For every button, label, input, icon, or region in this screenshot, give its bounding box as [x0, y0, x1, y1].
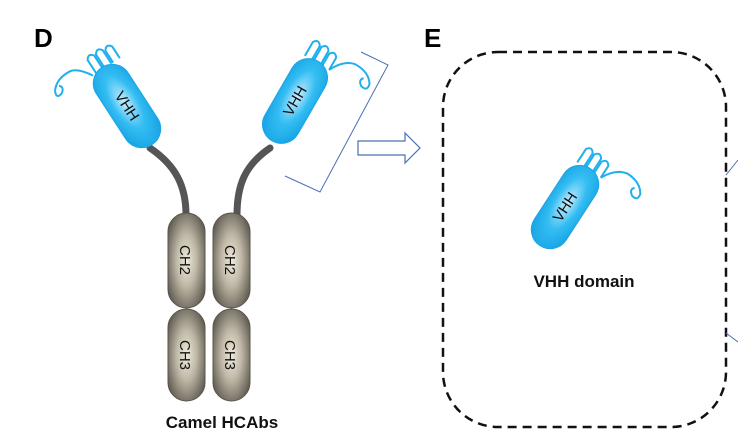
caption-vhh-domain: VHH domain	[533, 272, 634, 291]
connector-fragment-bottom	[725, 332, 738, 343]
camel-hcab-diagram: CH2 CH3 CH2 CH3 VHH	[54, 40, 389, 432]
vhh-domain-isolated: VHH	[530, 147, 642, 250]
svg-text:CH2: CH2	[221, 245, 238, 275]
svg-text:CH3: CH3	[176, 340, 193, 370]
cdr-loops-icon	[304, 40, 371, 90]
vhh-domain-right: VHH	[262, 40, 371, 144]
svg-text:CH2: CH2	[176, 245, 193, 275]
svg-text:CH3: CH3	[221, 340, 238, 370]
connector-fragment-top	[725, 159, 738, 176]
cdr-loops-icon	[576, 147, 642, 200]
ch2-domain-left: CH2	[167, 212, 206, 309]
ch3-domain-left: CH3	[167, 308, 206, 402]
vhh-domain-left: VHH	[54, 44, 162, 149]
hinge-left	[146, 144, 190, 219]
arrow-right-icon	[357, 131, 421, 165]
panel-label-e: E	[424, 23, 441, 53]
selection-bracket	[284, 51, 389, 193]
ch3-domain-right: CH3	[212, 308, 251, 402]
dashed-frame	[441, 50, 728, 429]
cdr-loops-icon	[54, 44, 121, 97]
hinge-right	[233, 144, 274, 219]
caption-camel-hcabs: Camel HCAbs	[166, 413, 278, 432]
ch2-domain-right: CH2	[212, 212, 251, 309]
panel-label-d: D	[34, 23, 53, 53]
